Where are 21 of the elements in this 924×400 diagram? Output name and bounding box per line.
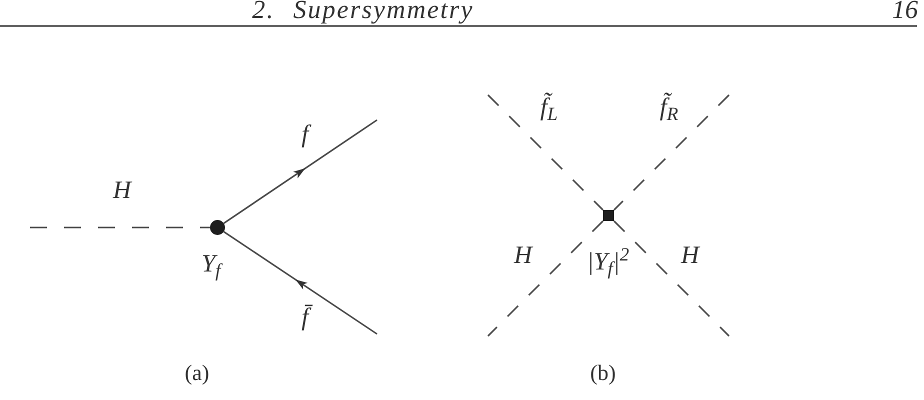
coupling-label: Y$_{f}$ [200, 249, 224, 280]
running-head: 2. Supersymmetry [252, 0, 474, 24]
dashed-line [613, 94, 730, 211]
particle-label: f̃$_{L}$ [539, 92, 559, 124]
arrow-line [223, 119, 378, 224]
dashed-line [487, 220, 604, 337]
page-number: 16 [892, 0, 918, 24]
vertex-square [603, 210, 614, 221]
particle-label: f̄ [298, 302, 312, 334]
dashed-line [613, 220, 730, 337]
coupling-label: |Y$_{f}$|$^{2}$ [586, 246, 630, 278]
arrow-line [223, 231, 378, 335]
particle-label: H [680, 240, 702, 271]
dashed-line [487, 94, 604, 211]
particle-label: f [298, 118, 312, 152]
particle-label: H [112, 176, 134, 206]
subfigure-label: (b) [590, 360, 616, 386]
subfigure-label: (a) [184, 360, 210, 386]
dashed-line [30, 226, 210, 228]
particle-label: f̃$_{R}$ [658, 92, 680, 124]
particle-label: H [512, 240, 534, 271]
